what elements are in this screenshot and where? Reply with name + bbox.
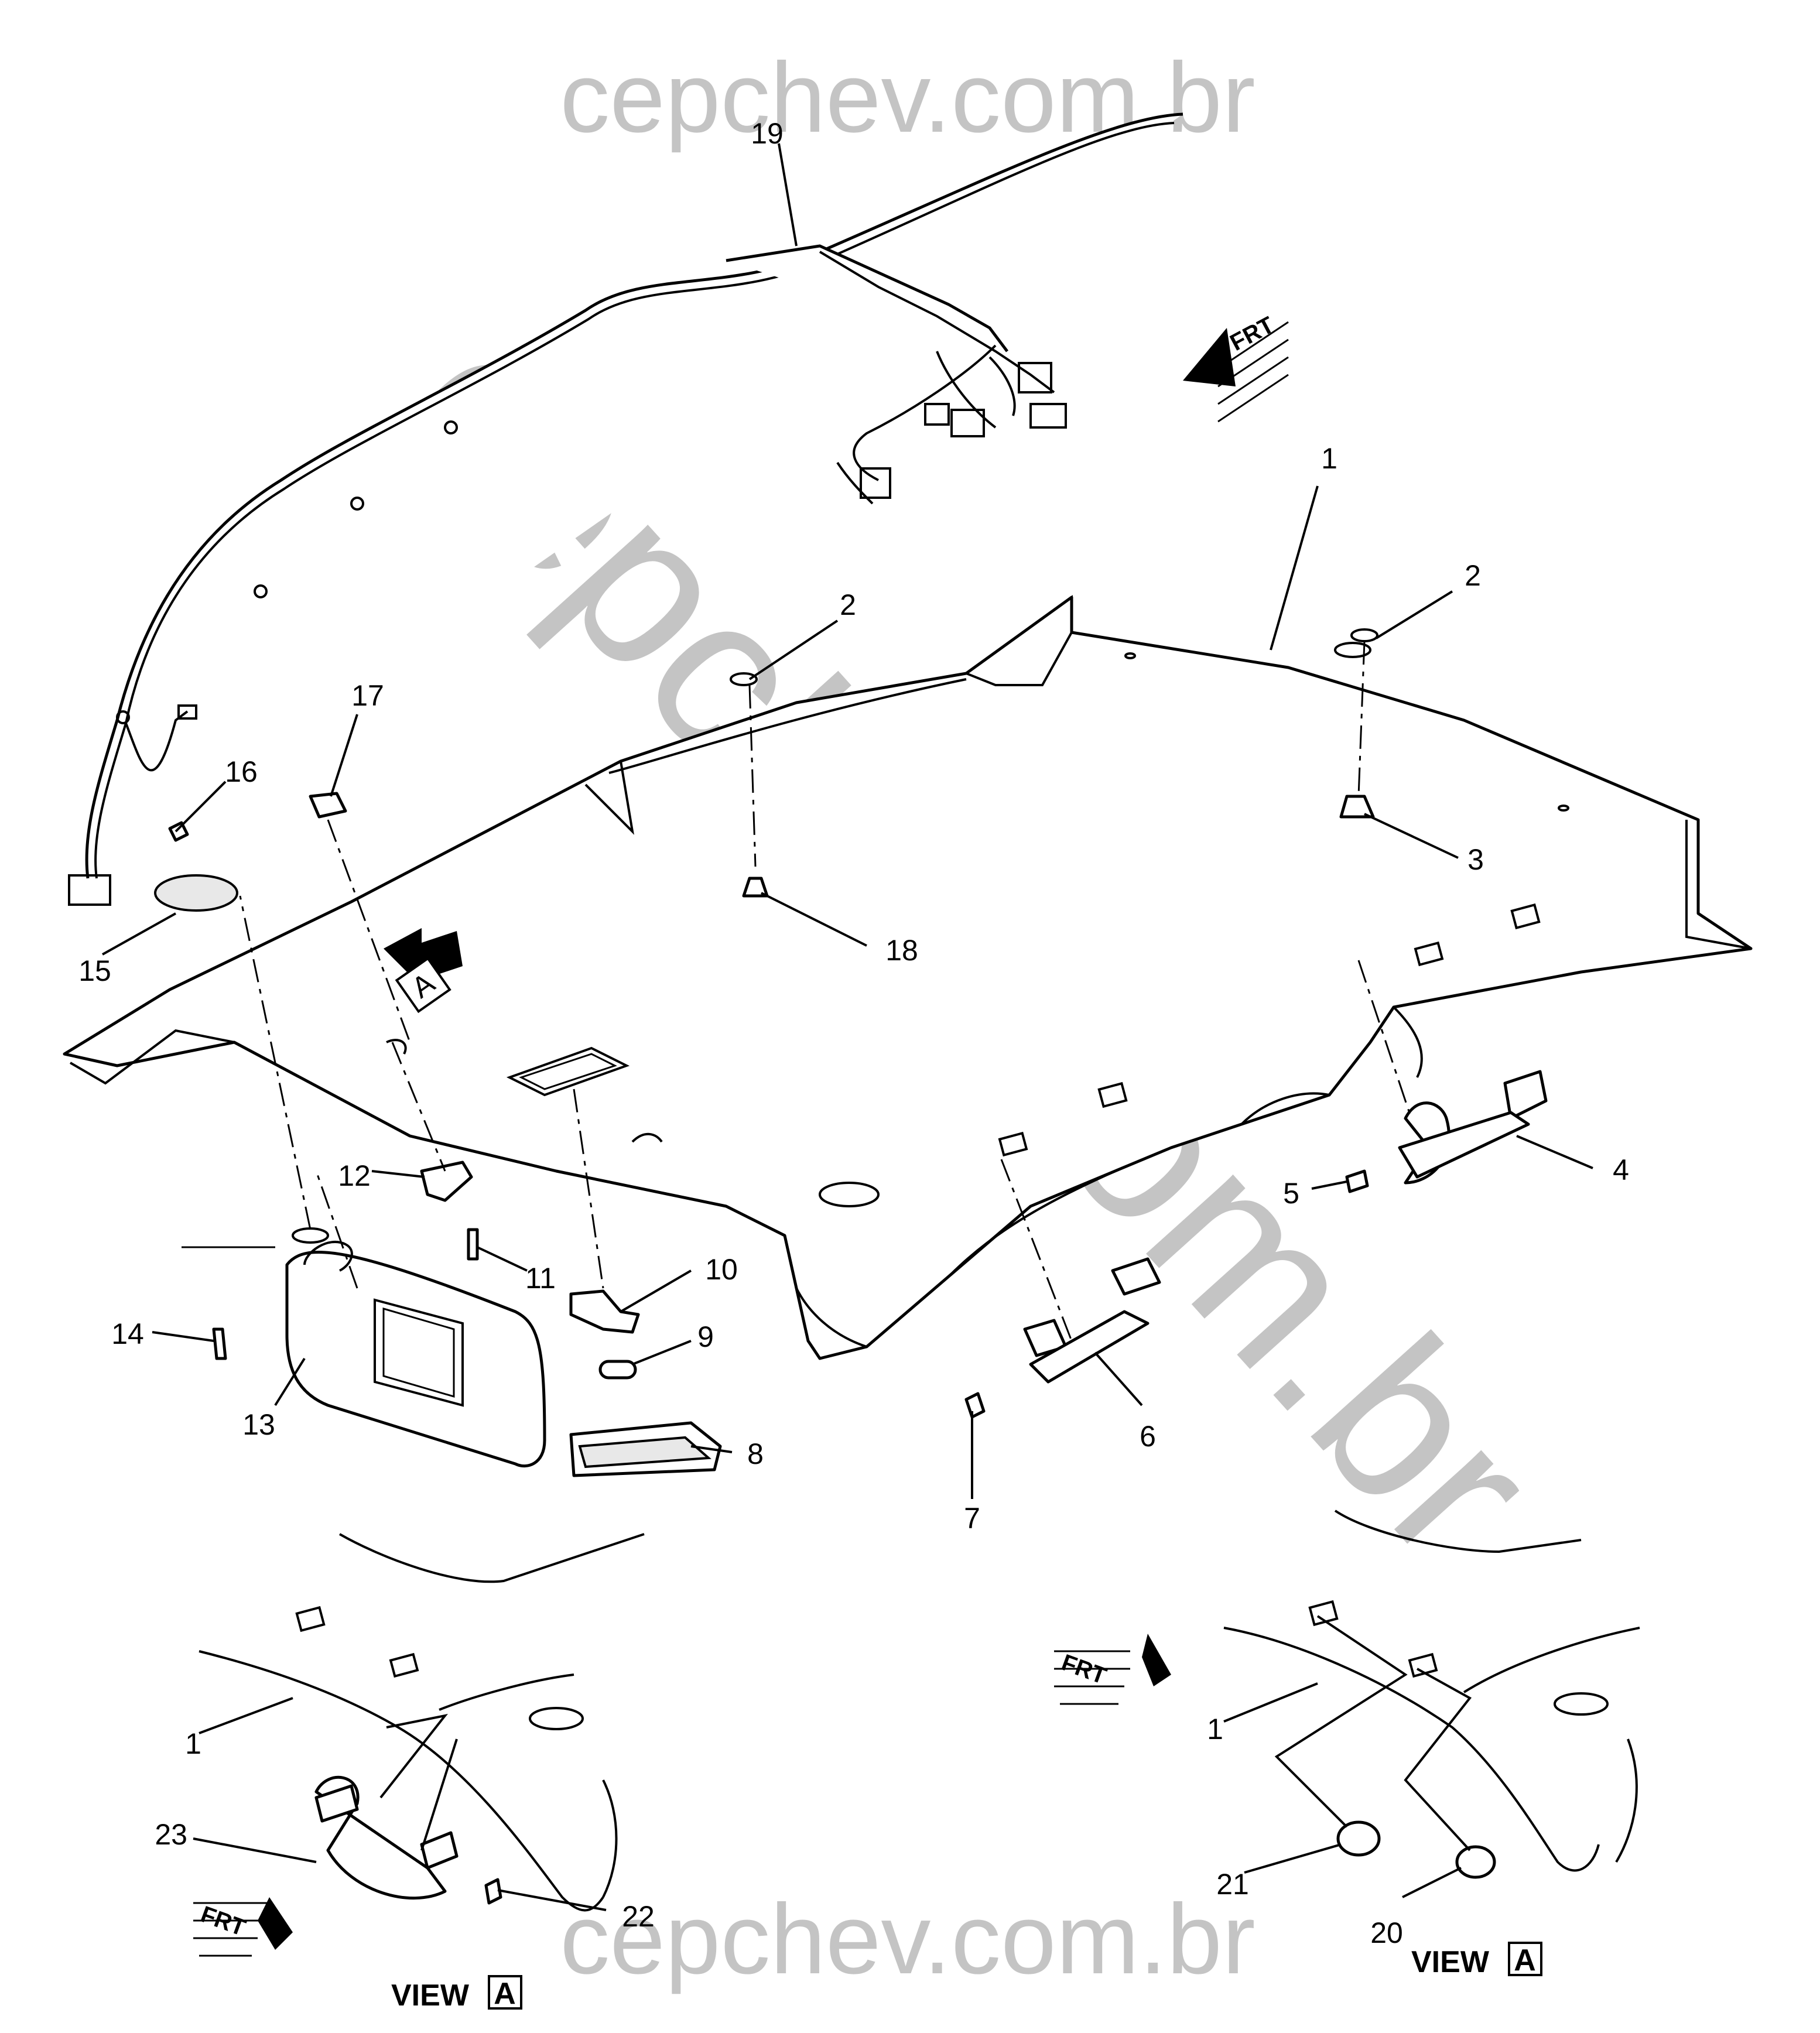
callout-19: 19 — [751, 117, 784, 150]
callout-4: 4 — [1613, 1154, 1629, 1186]
callout-23: 23 — [155, 1818, 187, 1851]
plug-cap-21 — [1336, 1820, 1381, 1857]
callout-numbers: 19 1 2 2 3 18 17 16 15 4 5 12 11 10 9 14… — [78, 117, 1629, 1949]
callout-7: 7 — [964, 1502, 980, 1535]
watermark-top: cepchev.com.br — [560, 42, 1255, 153]
callout-1-view-left: 1 — [185, 1727, 201, 1760]
callout-15: 15 — [78, 954, 111, 987]
callout-12: 12 — [338, 1159, 371, 1192]
screw-14 — [212, 1327, 227, 1360]
callout-8: 8 — [747, 1438, 764, 1470]
front-indicator-left: FRT — [193, 1897, 293, 1957]
callout-21: 21 — [1216, 1868, 1249, 1901]
view-label-left-text: VIEW — [391, 1979, 470, 2013]
bezel-part — [154, 821, 238, 912]
callout-1-main: 1 — [1321, 442, 1337, 475]
callout-2-right: 2 — [1465, 559, 1481, 592]
view-label-right: VIEW A — [1411, 1942, 1542, 1979]
callout-6: 6 — [1140, 1420, 1156, 1453]
frt-label-top: FRT — [1226, 312, 1278, 356]
callout-20: 20 — [1370, 1916, 1403, 1949]
screw-5 — [1345, 1169, 1369, 1193]
retainer-clips — [730, 628, 1378, 898]
screw-11 — [467, 1228, 479, 1261]
view-a-left — [199, 1533, 645, 1912]
lamp-bulb — [598, 1360, 637, 1380]
sunshade-assembly — [239, 895, 546, 1468]
coat-hook — [420, 1161, 473, 1202]
frt-label-right: FRT — [1058, 1649, 1110, 1689]
callout-3: 3 — [1467, 843, 1484, 876]
assist-grip-4 — [1357, 960, 1548, 1185]
callout-1-view-right: 1 — [1207, 1713, 1223, 1745]
callout-5: 5 — [1283, 1177, 1299, 1210]
view-label-right-letter: A — [1514, 1943, 1536, 1977]
view-label-right-text: VIEW — [1411, 1945, 1490, 1979]
view-a-right — [1223, 1510, 1640, 1879]
callout-17: 17 — [351, 679, 384, 712]
plug-cap-20 — [1455, 1845, 1496, 1879]
callout-11: 11 — [525, 1262, 556, 1295]
view-label-left: VIEW A — [391, 1975, 522, 2013]
callout-13: 13 — [242, 1408, 275, 1441]
front-indicator-top: FRT — [1183, 312, 1289, 423]
callout-10: 10 — [705, 1253, 738, 1286]
callout-16: 16 — [225, 755, 258, 788]
view-label-left-letter: A — [494, 1977, 516, 2011]
clip-17 — [309, 792, 347, 819]
callout-2-left: 2 — [840, 588, 856, 621]
assist-grip-6 — [1000, 1159, 1161, 1384]
screw-7 — [964, 1392, 986, 1419]
callout-14: 14 — [111, 1317, 144, 1350]
front-indicator-right: FRT — [1054, 1634, 1171, 1705]
watermark-bottom: cepchev.com.br — [560, 1884, 1255, 1995]
headliner-panel — [63, 595, 1753, 1360]
view-a-pointer-arrow: A — [384, 928, 463, 1014]
frt-label-left: FRT — [197, 1901, 249, 1941]
callout-18: 18 — [885, 934, 918, 967]
callout-22: 22 — [622, 1900, 655, 1933]
lamp-socket — [569, 1289, 640, 1334]
wiring-harness — [68, 112, 1183, 906]
callout-9: 9 — [697, 1320, 714, 1353]
leader-lines — [102, 143, 1593, 1911]
